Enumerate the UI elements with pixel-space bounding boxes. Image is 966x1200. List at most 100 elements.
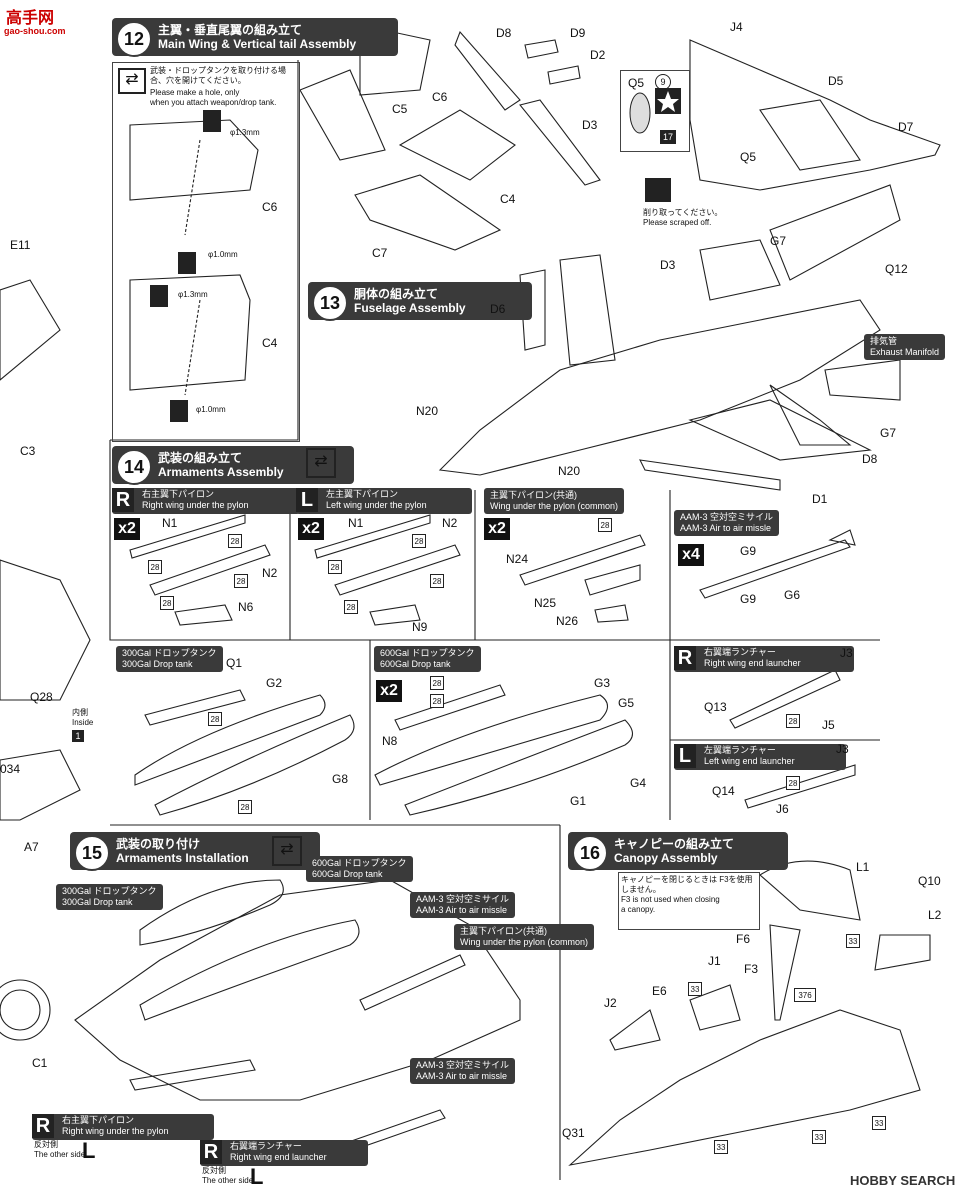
tank300-en: 300Gal Drop tank [62,897,133,907]
watermark-logo: 高手网 [6,8,55,27]
step-number: 12 [116,21,152,57]
drill-icon [203,110,221,132]
step-number: 13 [312,285,348,321]
part-label: G4 [630,776,647,790]
arrow-icon: ⇄ [118,68,146,94]
quantity-badge: x2 [376,680,402,702]
aam3-jp: AAM-3 空対空ミサイル [416,894,510,904]
part-label: D7 [898,120,914,134]
part-label: D5 [828,74,844,88]
tank600-jp: 600Gal ドロップタンク [312,858,407,868]
quantity-badge: x2 [484,518,510,540]
common-pylon-header: 主翼下パイロン(共通)Wing under the pylon (common) [454,924,595,950]
left-pylon-jp: 左主翼下パイロン [326,489,399,499]
aam3-en: AAM-3 Air to air missle [416,905,508,915]
part-label: G6 [784,588,801,602]
part-label: N26 [556,614,579,628]
step-title-jp: 胴体の組み立て [354,287,439,301]
diameter-label: φ1.0mm [196,405,226,414]
part-label: C7 [372,246,388,260]
part-label: Q14 [712,784,735,798]
part-label: J1 [708,954,721,968]
step-title-en: Fuselage Assembly [354,301,466,315]
other-side-letter: L [82,1138,96,1163]
aam3-en: AAM-3 Air to air missle [680,523,772,533]
part-label: D3 [660,258,676,272]
number-box: 1 [72,730,84,742]
part-label: J3 [840,646,853,660]
number-box: 28 [148,560,162,574]
hole-note-en-2: when you attach weapon/drop tank. [150,98,277,107]
part-label: C1 [32,1056,48,1070]
part-label: N2 [442,516,458,530]
number-box: 28 [430,574,444,588]
part-label: G9 [740,592,757,606]
part-label: 034 [0,762,21,776]
number-box: 33 [846,934,860,948]
number-box: 28 [344,600,358,614]
right-letter: R [674,646,696,670]
drill-icon [178,252,196,274]
part-label: J3 [836,742,849,756]
part-label: J6 [776,802,789,816]
hole-note-box [112,62,300,442]
left-letter: L [296,488,318,512]
other-side-en: The other side [202,1176,254,1185]
part-label: G1 [570,794,587,808]
part-label: J4 [730,20,743,34]
right-launcher-jp: 右翼端ランチャー [704,647,776,657]
number-box: 28 [160,596,174,610]
part-label: D3 [582,118,598,132]
part-label: N24 [506,552,529,566]
part-label: N9 [412,620,428,634]
step-title-jp: 武装の組み立て [158,451,243,465]
right-letter: R [112,488,134,512]
part-label: G3 [594,676,611,690]
part-label: N1 [162,516,178,530]
part-label: N2 [262,566,278,580]
part-label: L2 [928,908,942,922]
scrape-icon [645,178,671,202]
part-label: C4 [500,192,516,206]
part-label: D2 [590,48,606,62]
step-title-en: Canopy Assembly [614,851,718,865]
part-label: C5 [392,102,408,116]
watermark-bottom: HOBBY SEARCH [850,1173,956,1188]
part-label: G5 [618,696,635,710]
other-side-jp: 反対側 [202,1166,226,1175]
part-label: Q28 [30,690,53,704]
part-label: D8 [862,452,878,466]
number-box: 33 [714,1140,728,1154]
part-label: Q5 [628,76,645,90]
part-label: N25 [534,596,557,610]
hole-note-en-1: Please make a hole, only [150,88,240,97]
part-label: G7 [770,234,787,248]
common-pylon-jp: 主翼下パイロン(共通) [490,490,577,500]
part-label: Q1 [226,656,243,670]
other-side-letter: L [250,1164,264,1189]
part-label: N20 [416,404,439,418]
step-title-en: Armaments Installation [116,851,249,865]
number-box: 376 [794,988,816,1002]
drill-icon [170,400,188,422]
step-number: 16 [572,835,608,871]
arrow-icon: ⇄ [306,448,336,478]
exhaust-en: Exhaust Manifold [870,347,940,357]
part-label: Q12 [885,262,908,276]
right-pylon-jp: 右主翼下パイロン [142,489,215,499]
arrow-icon: ⇄ [272,836,302,866]
scrape-note-en: Please scraped off. [643,218,712,227]
part-label: D6 [490,302,506,316]
part-label: G9 [740,544,757,558]
diameter-label: φ1.0mm [208,250,238,259]
part-label: C6 [432,90,448,104]
